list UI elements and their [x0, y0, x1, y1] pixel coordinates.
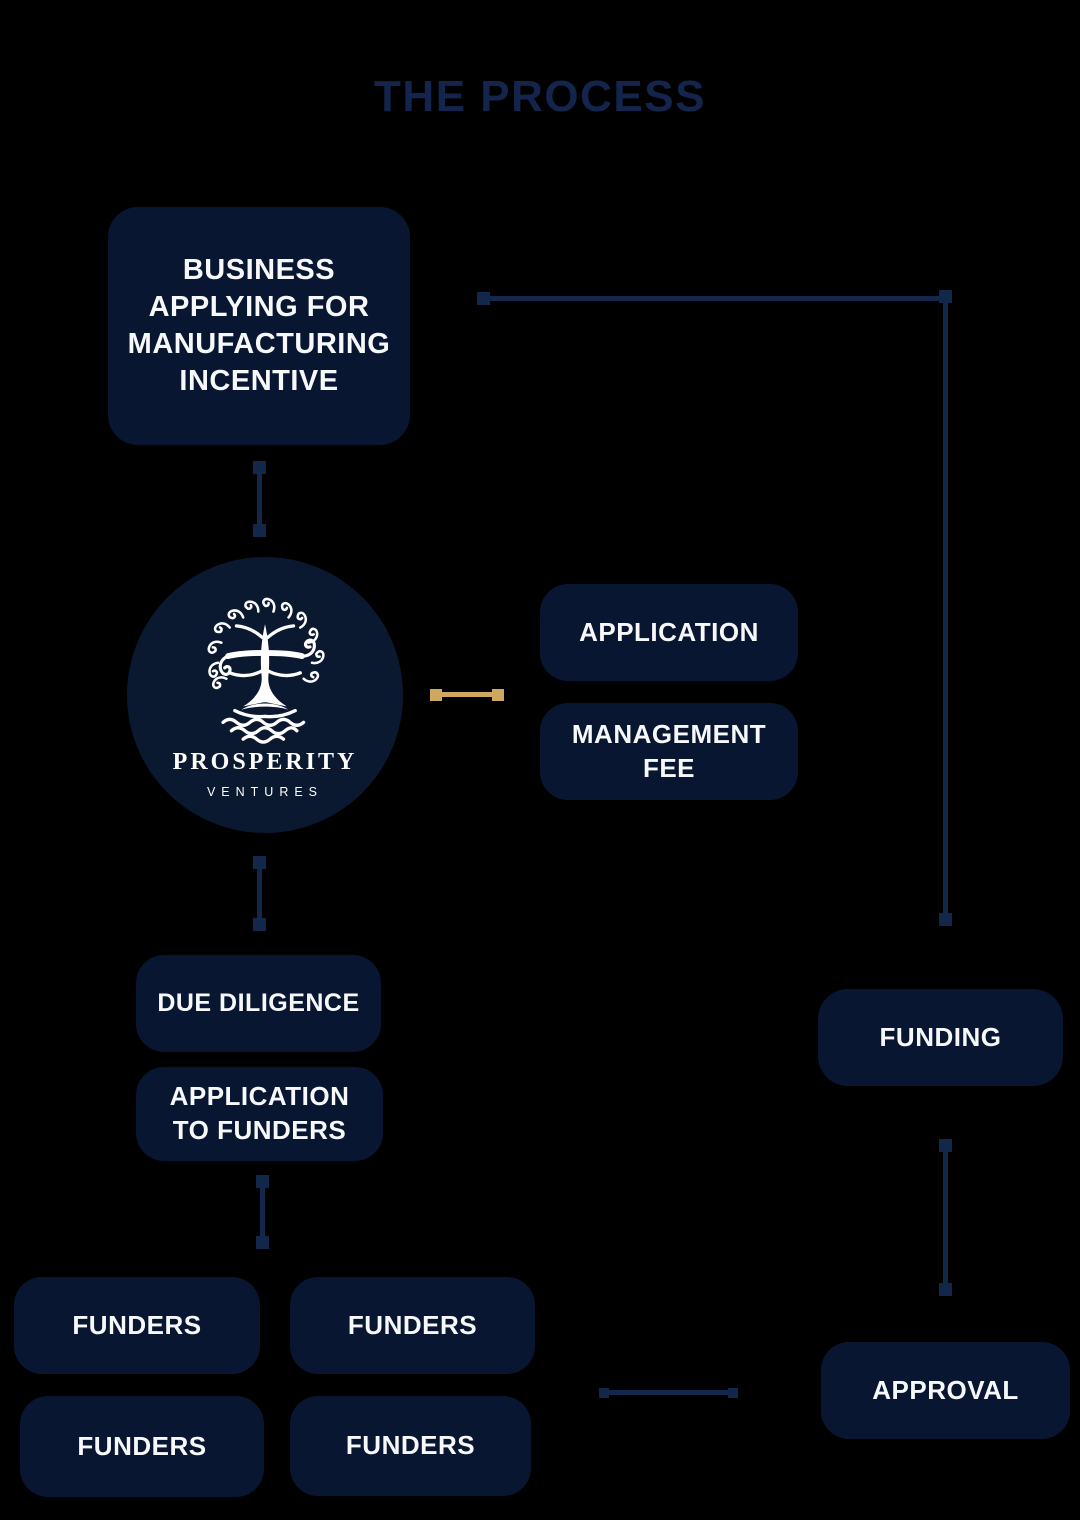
- logo-tagline: VENTURES: [206, 784, 324, 799]
- logo-name: PROSPERITY: [172, 748, 358, 775]
- connector-funders-to-approval: [599, 1387, 738, 1398]
- node-funders-4: FUNDERS: [290, 1396, 531, 1496]
- node-funders-2: FUNDERS: [290, 1277, 535, 1374]
- node-approval: APPROVAL: [821, 1342, 1070, 1439]
- connector-approval-to-funding: [939, 1139, 952, 1296]
- node-funders-1: FUNDERS: [14, 1277, 260, 1374]
- page-title: THE PROCESS: [374, 72, 706, 121]
- connector-logo-to-fees-gold: [430, 688, 504, 701]
- node-management-fee: MANAGEMENT FEE: [540, 703, 798, 800]
- connector-business-to-logo: [253, 461, 266, 537]
- connector-to-funders: [256, 1175, 269, 1249]
- connector-funding-return-vertical: [939, 290, 952, 926]
- node-due-diligence: DUE DILIGENCE: [136, 955, 381, 1052]
- node-application-to-funders: APPLICATION TO FUNDERS: [136, 1067, 383, 1161]
- connector-funding-return-horizontal: [477, 292, 945, 305]
- node-funders-3: FUNDERS: [20, 1396, 264, 1497]
- node-application: APPLICATION: [540, 584, 798, 681]
- node-business-applying: BUSINESS APPLYING FOR MANUFACTURING INCE…: [108, 207, 410, 445]
- prosperity-ventures-logo: PROSPERITY VENTURES: [127, 557, 403, 833]
- node-funding: FUNDING: [818, 989, 1063, 1086]
- connector-logo-to-due-diligence: [253, 856, 266, 931]
- tree-of-life-icon: [205, 595, 326, 744]
